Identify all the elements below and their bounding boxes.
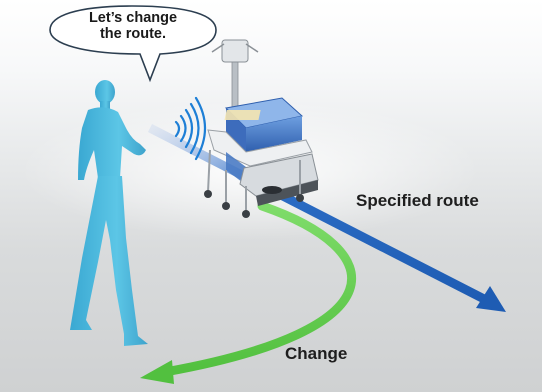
- specified-route-arrow: [147, 123, 506, 312]
- speech-line-1: Let’s change: [88, 10, 178, 26]
- speech-line-2: the route.: [99, 26, 167, 42]
- wireless-signal-icon: [174, 96, 206, 161]
- speech-bubble-text: Let’s change the route.: [58, 10, 208, 42]
- transport-robot: [204, 39, 319, 218]
- change-route-arrow: [140, 201, 356, 384]
- change-route-label: Change: [285, 344, 348, 363]
- person-silhouette: [70, 80, 148, 346]
- speech-bubble: [49, 5, 217, 83]
- specified-route-label: Specified route: [356, 191, 479, 210]
